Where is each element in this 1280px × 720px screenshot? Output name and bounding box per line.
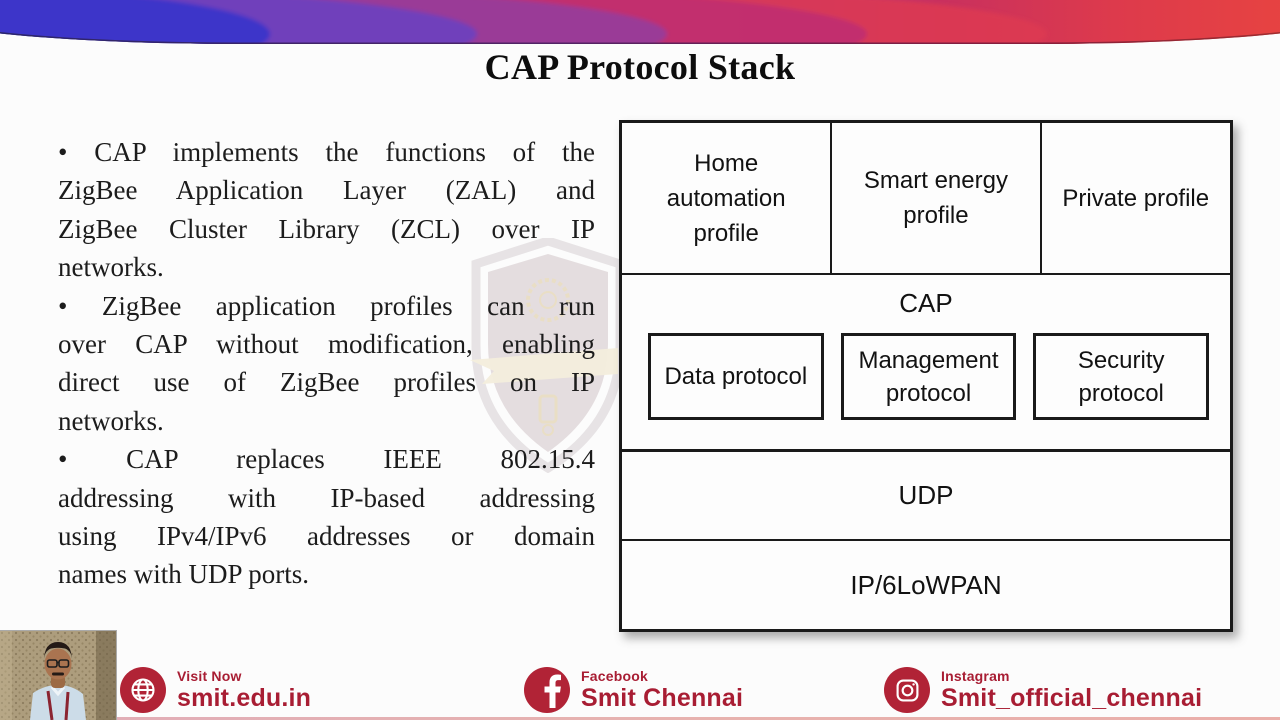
box-management-protocol: Management protocol xyxy=(840,333,1017,420)
box-security-protocol: Security protocol xyxy=(1033,333,1210,420)
footer-instagram-label: Instagram xyxy=(941,668,1010,684)
bullet-line: ZigBee Application Layer (ZAL) and xyxy=(58,175,595,206)
bullet-point: • CAP implements the functions of the Zi… xyxy=(58,133,595,287)
bullet-line: names with UDP ports. xyxy=(58,559,309,590)
box-smart-energy-profile: Smart energy profile xyxy=(832,123,1042,273)
box-udp-layer: UDP xyxy=(622,452,1230,541)
bullet-line: addressing with IP-based addressing xyxy=(58,482,595,513)
footer-website-text: Visit Now smit.edu.in xyxy=(177,668,311,712)
bullet-line: using IPv4/IPv6 addresses or domain xyxy=(58,521,595,552)
bottom-accent-line xyxy=(90,717,1280,720)
facebook-icon xyxy=(524,667,570,713)
bullet-line: • CAP replaces IEEE 802.15.4 xyxy=(58,444,595,475)
footer-facebook-text: Facebook Smit Chennai xyxy=(581,668,743,712)
bullet-line: ZigBee Cluster Library (ZCL) over IP xyxy=(58,213,595,244)
box-home-automation-profile: Home automation profile xyxy=(622,123,833,273)
box-cap-layer: CAP Data protocol Management protocol Se… xyxy=(622,275,1230,452)
cap-layer-label: CAP xyxy=(899,288,953,318)
cap-sub-boxes: Data protocol Management protocol Securi… xyxy=(648,333,1210,420)
bullet-line: • CAP implements the functions of the xyxy=(58,137,595,167)
presenter-webcam xyxy=(0,630,117,720)
profiles-row: Home automation profile Smart energy pro… xyxy=(622,123,1230,275)
footer-facebook: Facebook Smit Chennai xyxy=(524,667,743,713)
cap-protocol-stack-diagram: Home automation profile Smart energy pro… xyxy=(619,120,1233,632)
slide-title: CAP Protocol Stack xyxy=(484,47,796,87)
footer-instagram-value: Smit_official_chennai xyxy=(941,684,1203,712)
footer-website: Visit Now smit.edu.in xyxy=(120,667,311,713)
bullet-line: • ZigBee application profiles can run xyxy=(58,290,595,321)
bullet-text-block: • CAP implements the functions of the Zi… xyxy=(58,133,595,594)
box-ip-6lowpan-layer: IP/6LoWPAN xyxy=(850,569,1002,600)
globe-icon xyxy=(120,667,166,713)
footer-facebook-value: Smit Chennai xyxy=(581,684,744,712)
box-private-profile: Private profile xyxy=(1062,184,1210,212)
shield-watermark-icon xyxy=(470,238,625,473)
bullet-line: direct use of ZigBee profiles on IP xyxy=(58,367,595,398)
footer-website-value: smit.edu.in xyxy=(177,684,312,712)
instagram-icon xyxy=(884,667,930,713)
top-banner-graphic xyxy=(0,0,1280,44)
bullet-line: networks. xyxy=(58,405,164,436)
bullet-point: • CAP replaces IEEE 802.15.4 addressing … xyxy=(58,440,595,594)
footer-instagram-text: Instagram Smit_official_chennai xyxy=(941,668,1202,712)
bullet-point: • ZigBee application profiles can run ov… xyxy=(58,287,595,441)
footer-facebook-label: Facebook xyxy=(581,668,648,684)
footer-instagram: Instagram Smit_official_chennai xyxy=(884,667,1202,713)
footer-website-label: Visit Now xyxy=(177,668,242,684)
bullet-line: over CAP without modification, enabling xyxy=(58,329,595,360)
box-data-protocol: Data protocol xyxy=(648,333,824,420)
bullet-line: networks. xyxy=(58,252,164,283)
